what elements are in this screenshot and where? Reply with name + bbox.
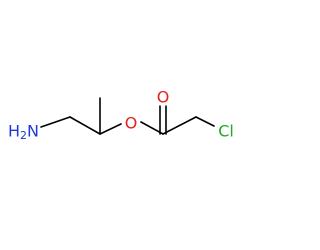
amine-h: H xyxy=(8,122,20,141)
amine-subscript: 2 xyxy=(20,129,27,142)
chlorine-label: Cl xyxy=(218,122,234,141)
ester-oxygen-label: O xyxy=(125,114,138,133)
amine-label: H2N xyxy=(8,122,39,143)
bond-ch2-ch xyxy=(69,116,101,135)
molecule-structure: H2N O O Cl xyxy=(8,88,234,143)
carbonyl-oxygen-label: O xyxy=(157,88,170,107)
bond-n-ch2 xyxy=(40,116,71,128)
bond-carbonyl-ch2 xyxy=(162,116,197,135)
bond-ch2-cl xyxy=(195,116,215,127)
bond-ch-o xyxy=(99,123,122,135)
amine-n: N xyxy=(27,122,39,141)
